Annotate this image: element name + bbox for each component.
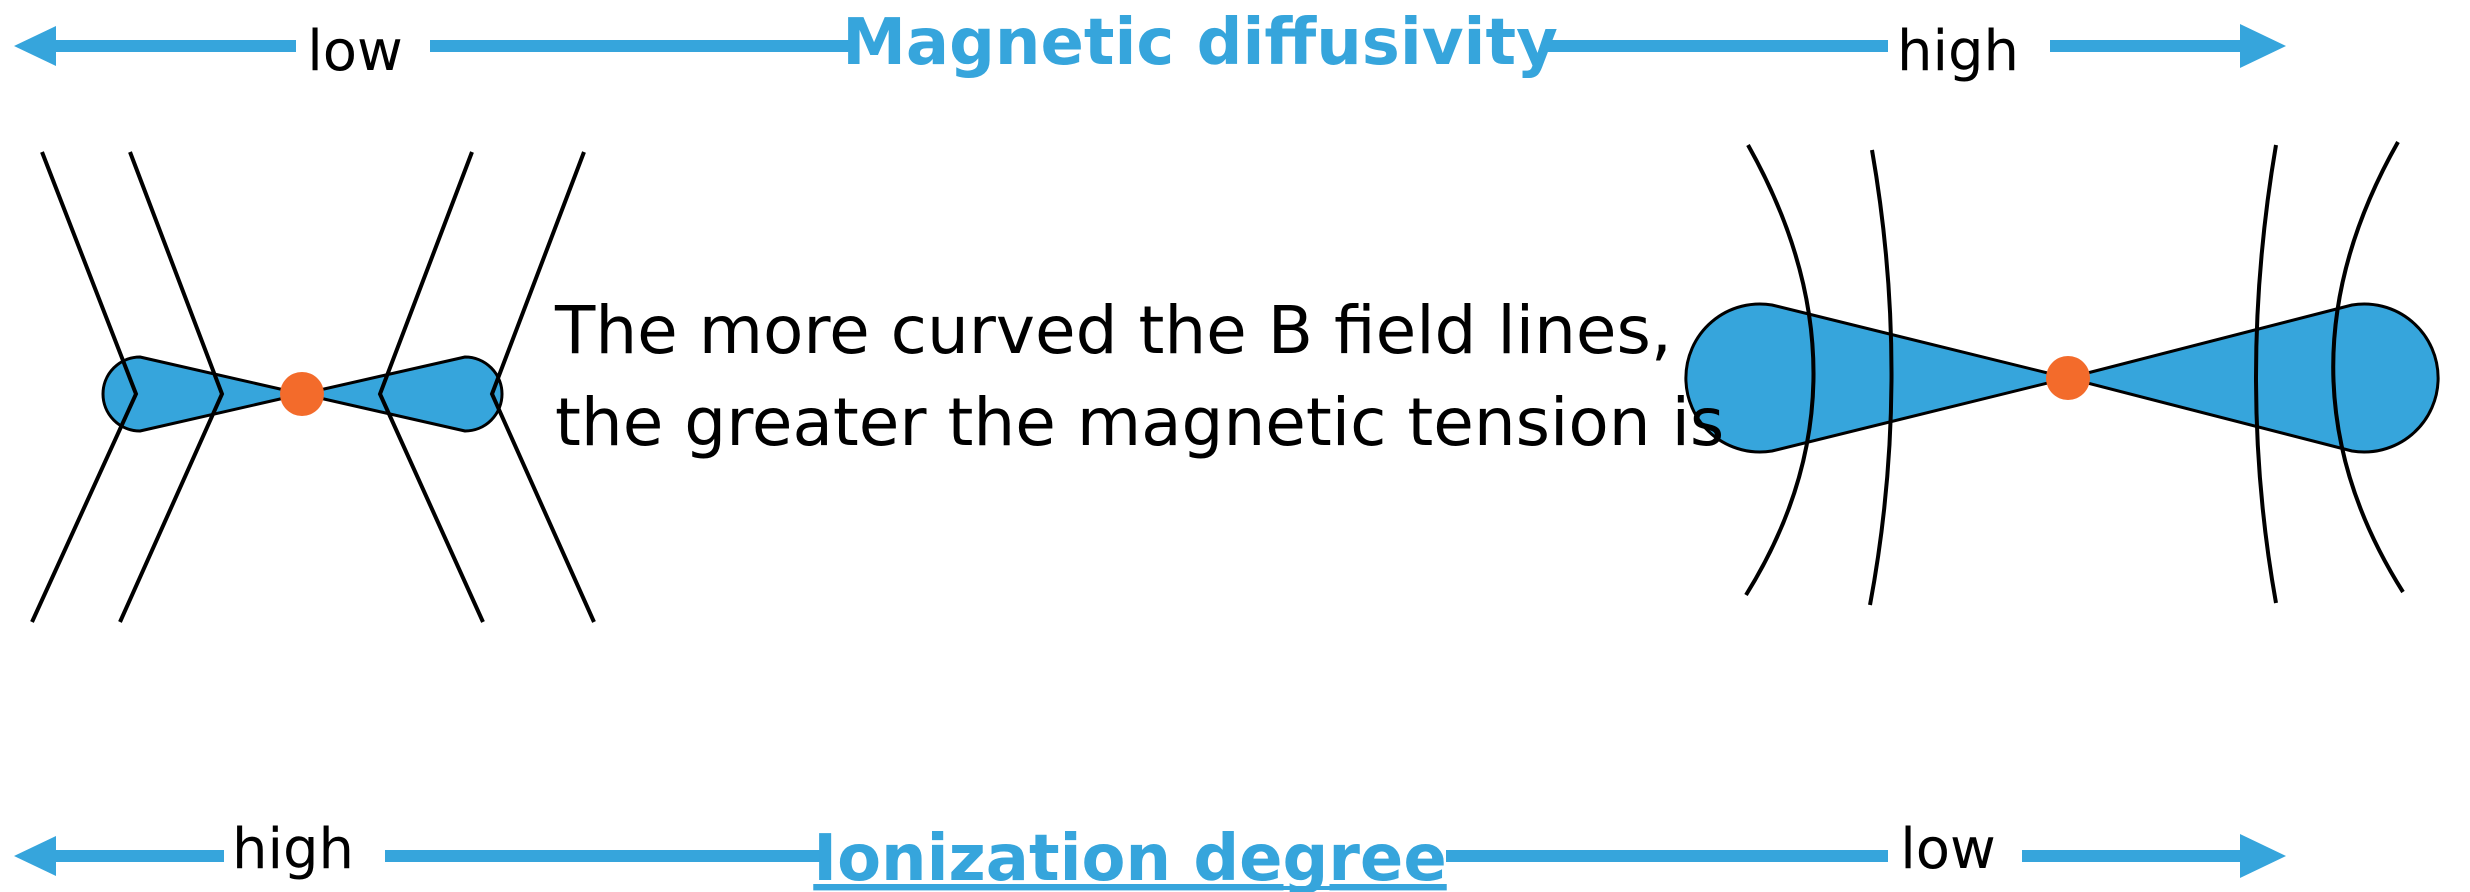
- bottom-axis-left-label: high: [232, 817, 354, 882]
- right-configuration: [1684, 141, 2440, 606]
- caption-line-2: the greater the magnetic tension is: [555, 384, 1725, 461]
- bottom-axis-left-arrowhead: [14, 836, 56, 876]
- bottom-axis-title: Ionization degree: [813, 822, 1446, 892]
- top-axis-right-arrowhead: [2240, 24, 2286, 68]
- right-field-line-4: [2331, 141, 2405, 594]
- right-field-line-2: [1868, 149, 1894, 606]
- left-configuration: [30, 151, 596, 623]
- bottom-axis-right-arrowhead: [2240, 834, 2286, 878]
- left-field-line-2: [118, 151, 225, 623]
- right-null-point: [2046, 356, 2090, 400]
- left-null-point: [280, 372, 324, 416]
- top-axis-right-label: high: [1897, 19, 2019, 84]
- bottom-axis-right-label: low: [1900, 817, 1996, 882]
- left-field-line-1: [30, 151, 139, 623]
- left-field-line-3: [377, 151, 485, 623]
- right-field-line-1: [1744, 144, 1816, 597]
- caption-line-1: The more curved the B field lines,: [555, 292, 1672, 369]
- top-axis-left-label: low: [307, 19, 403, 84]
- top-axis: low Magnetic diffusivity high: [14, 6, 2286, 84]
- tension-caption: The more curved the B field lines, the g…: [555, 285, 1725, 469]
- top-axis-left-arrowhead: [14, 26, 56, 66]
- left-field-line-4: [489, 151, 596, 623]
- right-field-line-3: [2254, 144, 2278, 604]
- top-axis-title: Magnetic diffusivity: [842, 6, 1558, 80]
- bottom-axis: high Ionization degree low: [14, 817, 2286, 892]
